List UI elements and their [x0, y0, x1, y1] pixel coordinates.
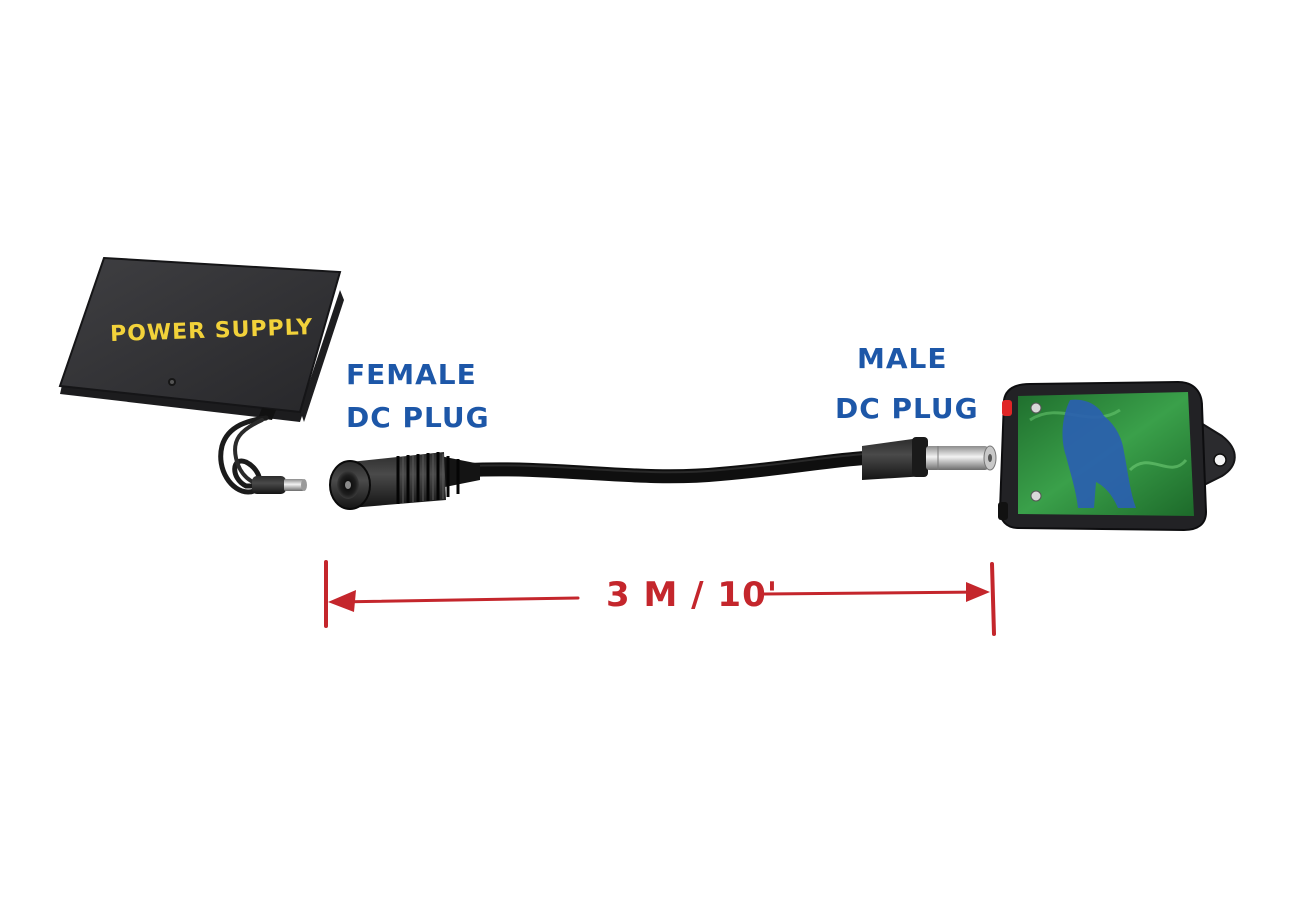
female-label-line1: FEMALE	[346, 358, 477, 391]
extension-cable	[329, 437, 997, 510]
male-label-line1: MALE	[857, 342, 948, 375]
male-plug-label: MALE DC PLUG	[835, 342, 979, 425]
controller-device	[998, 380, 1236, 532]
power-supply: POWER SUPPLY	[58, 256, 344, 422]
female-label-line2: DC PLUG	[346, 401, 490, 434]
female-plug-label: FEMALE DC PLUG	[346, 358, 490, 434]
length-label: 3 M / 10'	[606, 575, 778, 615]
male-label-line2: DC PLUG	[835, 392, 979, 425]
female-dc-plug	[329, 452, 480, 510]
power-supply-lead	[218, 415, 307, 495]
battery-box-icon	[58, 256, 344, 422]
length-dimension: 3 M / 10'	[324, 560, 996, 636]
controller-box-icon	[998, 380, 1236, 532]
right-arrowhead-icon	[966, 582, 990, 602]
male-dc-plug	[862, 437, 997, 480]
left-arrowhead-icon	[328, 590, 356, 612]
